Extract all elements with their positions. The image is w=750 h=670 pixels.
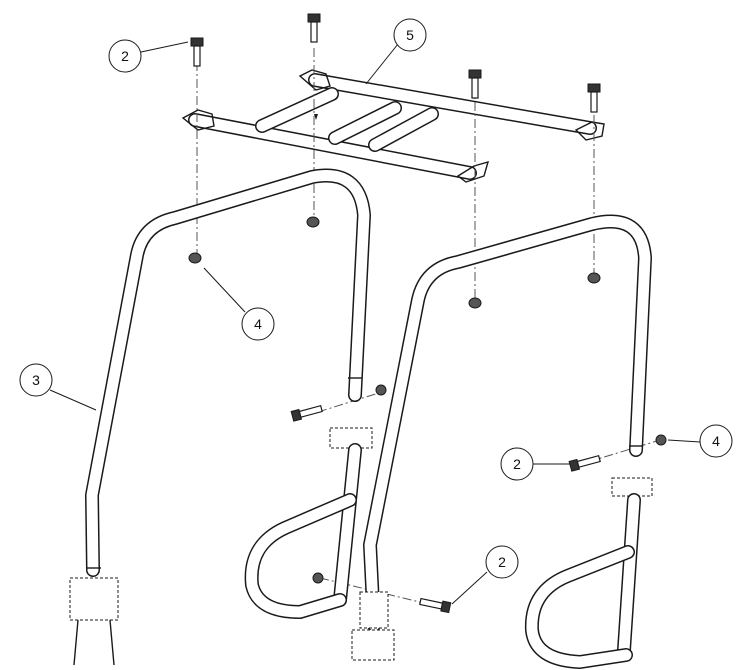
callout-5: 5 xyxy=(393,18,427,52)
bolt-vertical xyxy=(190,37,204,67)
callout-2-top: 2 xyxy=(108,39,142,73)
right-lower-sleeve xyxy=(359,591,389,629)
bolt-vertical xyxy=(468,69,482,99)
top-support-frame xyxy=(181,69,605,183)
right-roll-bar xyxy=(351,214,653,669)
frame-marker xyxy=(314,114,318,120)
frame-bracket xyxy=(298,69,331,91)
callout-4-right: 4 xyxy=(699,424,733,458)
frame-bracket xyxy=(181,109,215,131)
leader-lines xyxy=(49,41,701,605)
callout-3: 3 xyxy=(19,363,53,397)
frame-bracket xyxy=(456,160,490,183)
callout-label: 4 xyxy=(254,316,262,332)
left-upper-plate xyxy=(329,427,373,449)
right-lower-plate xyxy=(351,629,395,661)
bolt-vertical xyxy=(307,13,321,43)
bolt-horizontal xyxy=(419,597,452,614)
right-upper-plate xyxy=(611,477,653,497)
bolts xyxy=(190,13,601,614)
callout-2-mid: 2 xyxy=(500,447,534,481)
left-lower-plate xyxy=(69,577,119,621)
left-roll-bar xyxy=(69,168,373,666)
frame-bracket xyxy=(574,121,605,141)
bolt-horizontal xyxy=(290,404,323,422)
callout-2-bottom: 2 xyxy=(485,545,519,579)
callout-label: 5 xyxy=(406,27,414,43)
callout-label: 2 xyxy=(513,456,521,472)
bolt-vertical xyxy=(587,83,601,113)
nuts xyxy=(188,216,667,584)
callout-4-left: 4 xyxy=(241,307,275,341)
bolt-horizontal xyxy=(568,454,601,472)
callout-label: 2 xyxy=(121,48,129,64)
callout-label: 4 xyxy=(712,433,720,449)
callout-label: 3 xyxy=(32,372,40,388)
callout-label: 2 xyxy=(498,554,506,570)
